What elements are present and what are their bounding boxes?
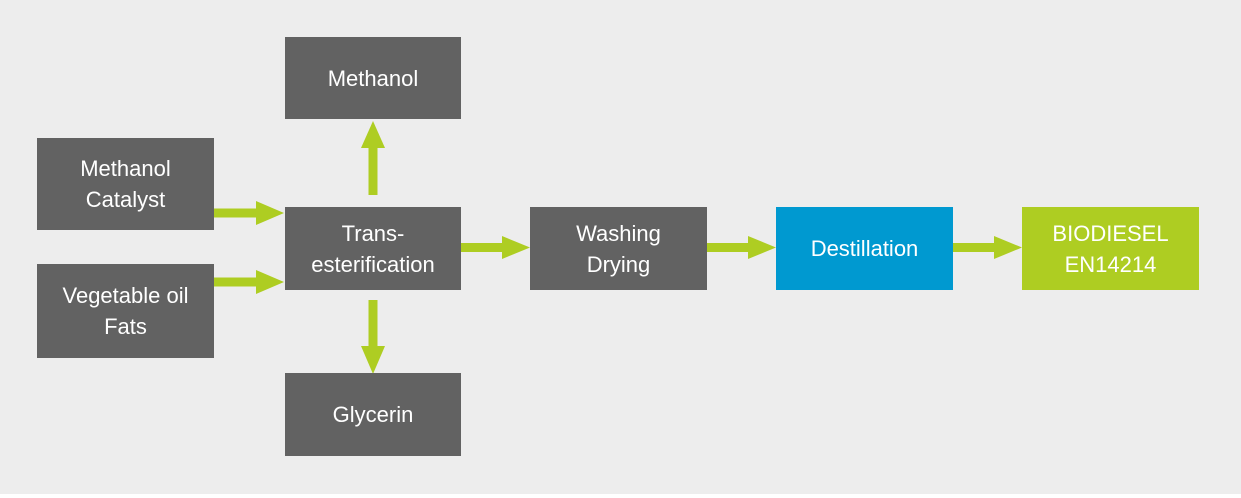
node-methanol-output: Methanol: [285, 37, 461, 119]
node-glycerin: Glycerin: [285, 373, 461, 456]
node-label-line2: Fats: [104, 314, 147, 339]
node-methanol-catalyst: Methanol Catalyst: [37, 138, 214, 230]
node-transesterification: Trans- esterification: [285, 207, 461, 290]
node-label-line1: Vegetable oil: [62, 283, 189, 308]
node-label: Methanol: [327, 65, 419, 91]
node-destillation: Destillation: [776, 207, 953, 290]
node-label-line2: EN14214: [1064, 251, 1157, 277]
node-label-line2: Drying: [586, 251, 651, 277]
node-label-line1: Washing: [576, 220, 661, 246]
node-label-line2: Catalyst: [85, 187, 166, 212]
node-label: Glycerin: [332, 402, 414, 427]
node-label-line1: Methanol: [80, 156, 171, 181]
node-washing-drying: Washing Drying: [530, 207, 707, 290]
node-label-line2: esterification: [311, 251, 435, 277]
node-biodiesel: BIODIESEL EN14214: [1022, 207, 1199, 290]
node-vegetable-oil: Vegetable oil Fats: [37, 264, 214, 358]
node-label-line1: Trans-: [341, 220, 405, 246]
node-label-line1: BIODIESEL: [1052, 220, 1169, 246]
node-label: Destillation: [810, 236, 919, 261]
